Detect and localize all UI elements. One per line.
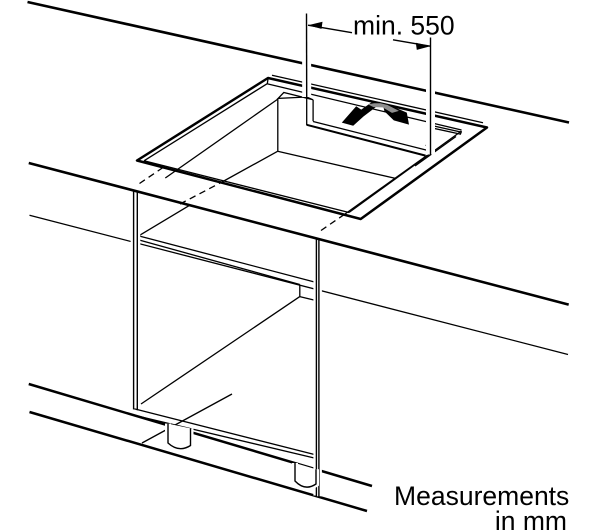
svg-text:Measurements: Measurements <box>394 481 569 511</box>
svg-text:in mm: in mm <box>495 506 567 532</box>
svg-text:min. 550: min. 550 <box>353 11 455 41</box>
